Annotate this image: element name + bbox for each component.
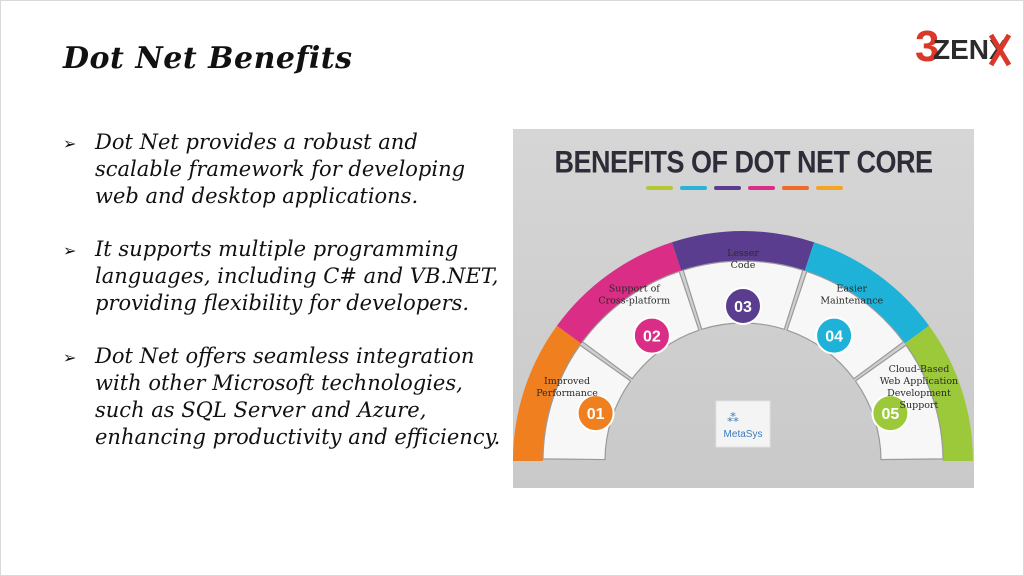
arc-band <box>513 325 582 461</box>
accent-bar <box>748 186 775 190</box>
logo-prefix: 3 <box>915 22 939 71</box>
logo-x-mark <box>988 33 1012 67</box>
arrow-bullet-icon: ➢ <box>63 134 77 153</box>
segment-label: Performance <box>536 388 598 399</box>
metasys-logo: ⁂ MetaSys <box>715 400 771 448</box>
segment-label: Maintenance <box>820 295 883 306</box>
segment-label: Support <box>900 400 939 411</box>
accent-bar <box>646 186 673 190</box>
accent-bar <box>816 186 843 190</box>
arc-band <box>804 242 930 344</box>
segment-number-circle <box>724 287 762 325</box>
brand-glyph: ⁂ <box>727 411 739 425</box>
bullet-text: Dot Net provides a robust and scalable f… <box>95 130 466 208</box>
brand-name: MetaSys <box>724 429 763 440</box>
segment-label: Web Application <box>880 376 959 387</box>
segment-label: Easier <box>836 283 867 294</box>
segment-number-circle <box>815 316 854 355</box>
slide-title: Dot Net Benefits <box>63 41 353 76</box>
segment-number-circle <box>632 316 671 355</box>
segment-label: Cloud-Based <box>889 364 950 375</box>
segment-label: Lesser <box>727 248 759 259</box>
bullet-item: ➢ Dot Net provides a robust and scalable… <box>63 129 503 210</box>
accent-bar <box>782 186 809 190</box>
arc-band <box>556 242 682 344</box>
accent-bars <box>646 186 843 190</box>
zenx-logo: 3 ZENX <box>913 19 1013 73</box>
segment-number-circle <box>576 394 615 433</box>
segment-number: 03 <box>734 299 752 316</box>
accent-bar <box>714 186 741 190</box>
arc-band <box>671 231 815 271</box>
arrow-bullet-icon: ➢ <box>63 241 77 260</box>
segment-label: Cross-platform <box>598 295 670 306</box>
arrow-bullet-icon: ➢ <box>63 348 77 367</box>
segment-label: Improved <box>544 376 590 387</box>
arc-band <box>904 325 973 461</box>
bullet-text: Dot Net offers seamless integration with… <box>95 344 501 449</box>
segment-label: Development <box>887 388 951 399</box>
segment-label: Code <box>731 260 756 271</box>
segment-number: 05 <box>882 406 900 423</box>
segment-number: 01 <box>587 406 605 423</box>
bullet-list: ➢ Dot Net provides a robust and scalable… <box>63 129 503 477</box>
segment-number: 02 <box>643 329 661 346</box>
bullet-item: ➢ Dot Net offers seamless integration wi… <box>63 343 503 451</box>
segment-number: 04 <box>825 329 843 346</box>
segment-label: Support of <box>609 283 662 294</box>
logo-text: ZENX <box>933 34 1008 65</box>
bullet-item: ➢ It supports multiple programming langu… <box>63 236 503 317</box>
accent-bar <box>680 186 707 190</box>
infographic-title: BENEFITS OF DOT NET CORE <box>554 144 933 180</box>
segment-number-circle <box>871 394 910 433</box>
bullet-text: It supports multiple programming languag… <box>95 237 499 315</box>
